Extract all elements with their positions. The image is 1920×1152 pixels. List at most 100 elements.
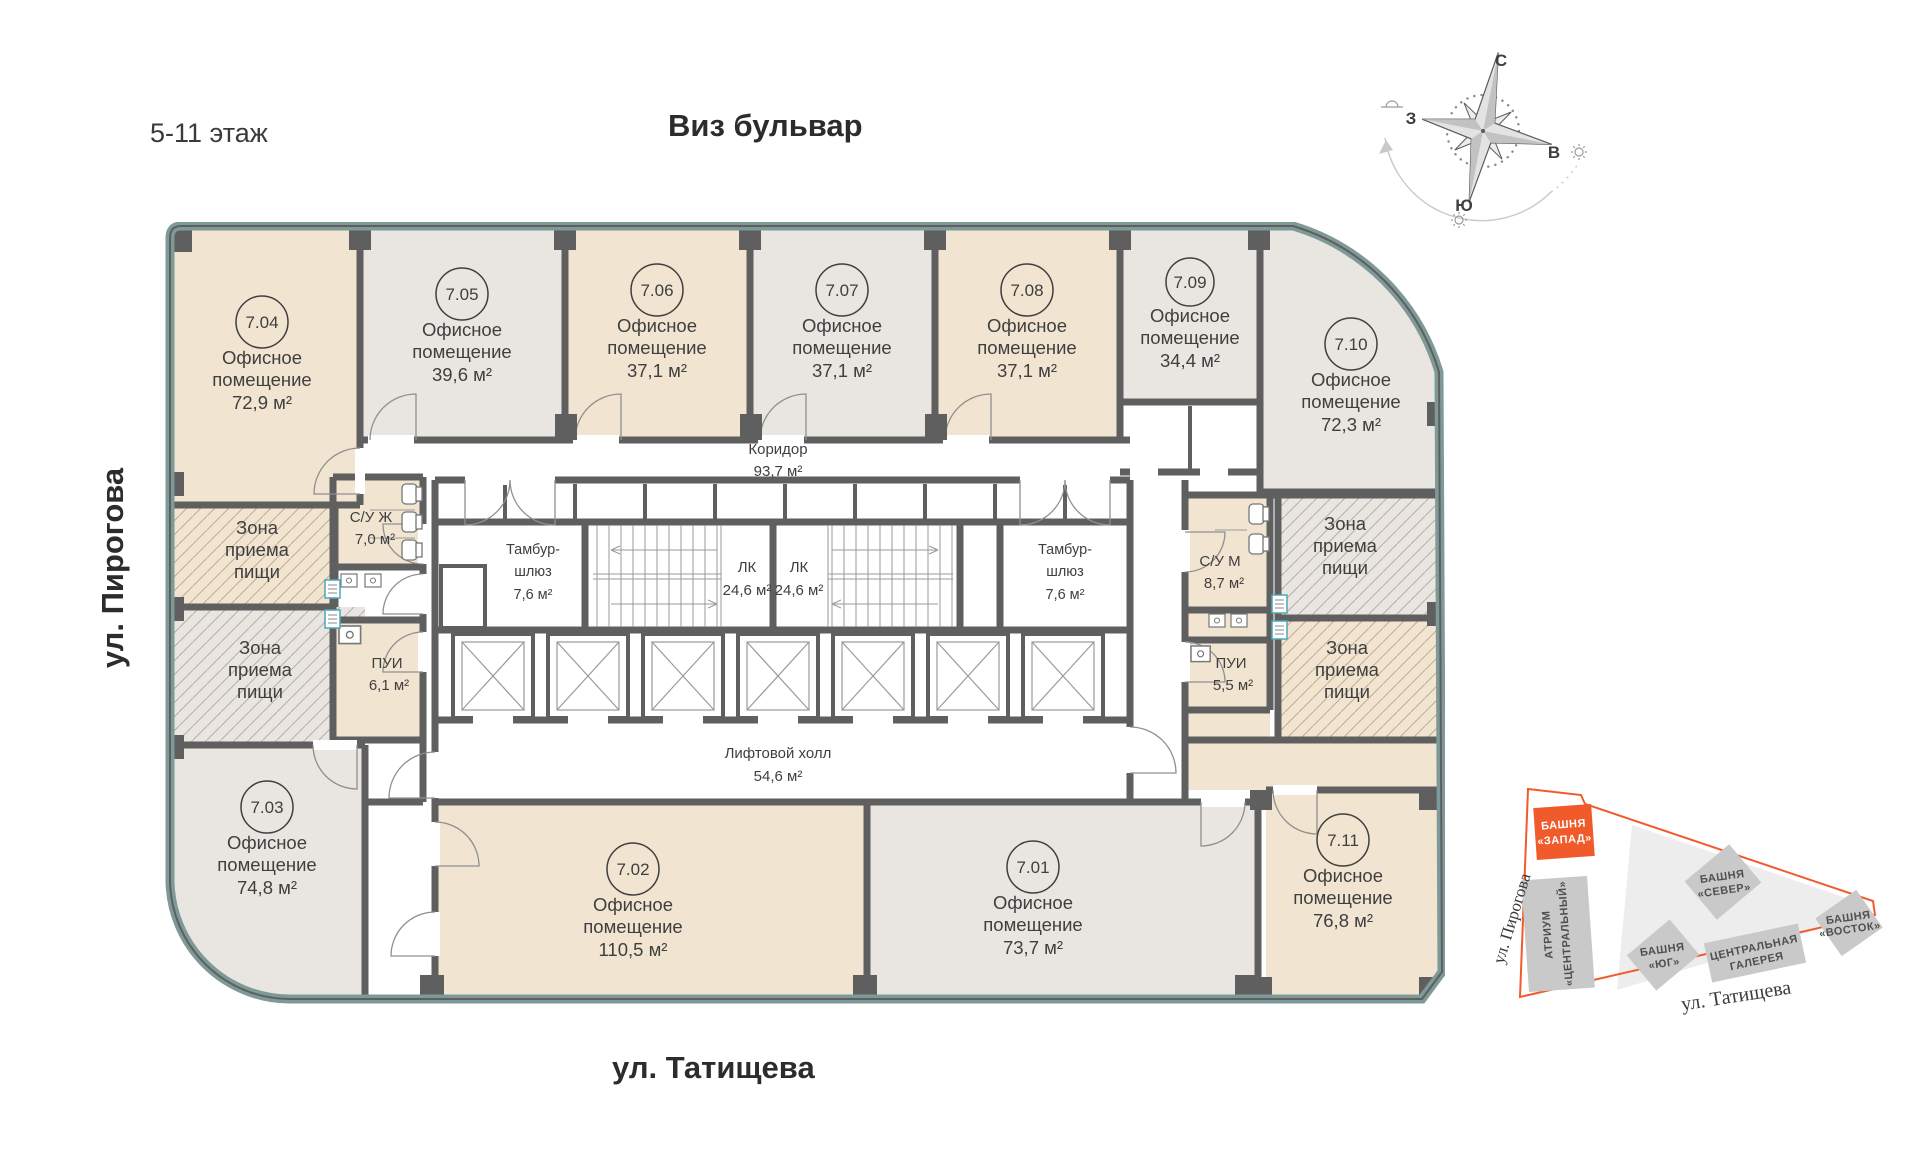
- room-number: 7.10: [1334, 335, 1367, 354]
- zone-label: Зона: [1324, 513, 1367, 534]
- room-type: помещение: [607, 337, 706, 358]
- room-type: помещение: [583, 916, 682, 937]
- room-7-01[interactable]: [867, 802, 1258, 999]
- label-wc-men: С/У М 8,7 м²: [1199, 553, 1244, 592]
- minimap-tower-west[interactable]: БАШНЯ «ЗАПАД»: [1533, 804, 1595, 860]
- stair-treads-left: [596, 525, 722, 627]
- pui-area: 6,1 м²: [369, 677, 409, 694]
- pui-label: ПУИ: [371, 655, 402, 672]
- room-area: 37,1 м²: [627, 360, 687, 381]
- minimap-tower-east[interactable]: БАШНЯ «ВОСТОК»: [1815, 889, 1883, 957]
- door-arcs: [312, 393, 1318, 957]
- room-area: 110,5 м²: [599, 939, 668, 960]
- room-number: 7.07: [825, 281, 858, 300]
- room-type: Офисное: [617, 315, 697, 336]
- room-7-04[interactable]: [170, 226, 360, 505]
- tambour-label: Тамбур-: [1038, 542, 1092, 558]
- label-zone-left-lower: Зона приема пищи: [228, 637, 293, 702]
- minimap-tower-atrium[interactable]: АТРИУМ «ЦЕНТРАЛЬНЫЙ»: [1521, 875, 1595, 993]
- tambour-area: 7,6 м²: [514, 587, 553, 603]
- shaft-dividers: [503, 406, 1192, 522]
- zone-label: пищи: [1324, 681, 1370, 702]
- stair-area: 24,6 м²: [723, 582, 772, 599]
- street-label-bottom: ул. Татищева: [612, 1050, 815, 1085]
- room-number: 7.02: [616, 860, 649, 879]
- room-area: 34,4 м²: [1160, 350, 1220, 371]
- pui-label: ПУИ: [1215, 655, 1246, 672]
- arc-arrow-icon: [1379, 140, 1393, 154]
- room-7-11[interactable]: [1266, 790, 1441, 999]
- toilet-icon: [401, 483, 423, 505]
- room-type: Офисное: [802, 315, 882, 336]
- tambour-closet: [439, 564, 487, 630]
- electrical-panel-icon: [324, 579, 341, 599]
- room-type: Офисное: [1303, 865, 1383, 886]
- toilet-icon: [401, 539, 423, 561]
- label-stair-left: ЛК 24,6 м²: [723, 559, 772, 599]
- wc-area: 7,0 м²: [355, 531, 395, 548]
- room-7-10[interactable]: [1260, 226, 1445, 492]
- room-type: Офисное: [1150, 305, 1230, 326]
- stair-label: ЛК: [738, 559, 757, 576]
- toilet-icon: [401, 511, 423, 533]
- room-type: помещение: [977, 337, 1076, 358]
- room-7-06[interactable]: [565, 226, 750, 440]
- zone-label: приема: [225, 539, 290, 560]
- wc-label: С/У Ж: [350, 509, 393, 526]
- room-7-09[interactable]: [1120, 226, 1260, 402]
- zone-label: приема: [228, 659, 293, 680]
- room-7-08[interactable]: [935, 226, 1120, 440]
- site-minimap: БАШНЯ «ЗАПАД» АТРИУМ «ЦЕНТРАЛЬНЫЙ» БАШНЯ…: [1495, 787, 1883, 1016]
- room-area: 39,6 м²: [432, 364, 492, 385]
- vestibule-right: [1270, 740, 1441, 790]
- zone-label: пищи: [234, 561, 280, 582]
- room-type: Офисное: [422, 319, 502, 340]
- sun-icon: [1570, 143, 1588, 161]
- zone-left-upper-hatch: [170, 505, 335, 607]
- compass-dotted-circle: [1445, 93, 1521, 169]
- sink-icon: [338, 625, 362, 645]
- compass-rose: С З В Ю: [1379, 51, 1588, 229]
- sun-path-arc-dotted: [1550, 161, 1580, 193]
- label-zone-right-lower: Зона приема пищи: [1315, 637, 1380, 702]
- room-number: 7.05: [445, 285, 478, 304]
- label-tambour-left: Тамбур- шлюз 7,6 м²: [506, 542, 560, 603]
- tambour-label: Тамбур-: [506, 542, 560, 558]
- room-7-07[interactable]: [750, 226, 935, 440]
- label-zone-left-upper: Зона приема пищи: [225, 517, 290, 582]
- minimap-tower-north[interactable]: БАШНЯ «СЕВЕР»: [1684, 844, 1762, 920]
- room-number: 7.03: [250, 798, 283, 817]
- elevator-icon: [451, 632, 535, 720]
- minimap-tower-south[interactable]: БАШНЯ «ЮГ»: [1626, 919, 1700, 991]
- zone-label: Зона: [236, 517, 279, 538]
- label-room-7-10: 7.10 Офисное помещение 72,3 м²: [1301, 317, 1401, 435]
- wc-label: С/У М: [1199, 553, 1240, 570]
- room-number: 7.09: [1173, 273, 1206, 292]
- room-type: Офисное: [227, 832, 307, 853]
- floor-range-label: 5-11 этаж: [150, 118, 268, 148]
- room-type: помещение: [1293, 887, 1392, 908]
- electrical-panel-icon: [1271, 594, 1288, 614]
- toilet-icon: [1248, 503, 1270, 525]
- room-area: 74,8 м²: [237, 877, 297, 898]
- room-type: помещение: [412, 341, 511, 362]
- zone-label: пищи: [237, 681, 283, 702]
- room-7-05[interactable]: [360, 226, 565, 440]
- floor-plan: 7.04 Офисное помещение 72,9 м² 7.05 Офис…: [165, 222, 1445, 1004]
- stair-area: 24,6 м²: [775, 582, 824, 599]
- label-room-7-04: 7.04 Офисное помещение 72,9 м²: [212, 295, 312, 413]
- zone-right-lower-hatch: [1278, 618, 1441, 740]
- stair-label: ЛК: [790, 559, 809, 576]
- room-7-02[interactable]: [435, 802, 867, 999]
- room-type: помещение: [792, 337, 891, 358]
- label-room-7-06: 7.06 Офисное помещение 37,1 м²: [607, 263, 707, 381]
- lift-hall-area: 54,6 м²: [754, 768, 803, 785]
- stair-treads-right: [827, 525, 953, 627]
- electrical-panel-icon: [324, 609, 341, 629]
- sun-path-arc: [1384, 137, 1552, 222]
- label-room-7-02: 7.02 Офисное помещение 110,5 м²: [583, 842, 683, 960]
- room-area: 72,9 м²: [232, 392, 292, 413]
- corridor-area: 93,7 м²: [754, 463, 803, 480]
- room-type: Офисное: [222, 347, 302, 368]
- room-number: 7.06: [640, 281, 673, 300]
